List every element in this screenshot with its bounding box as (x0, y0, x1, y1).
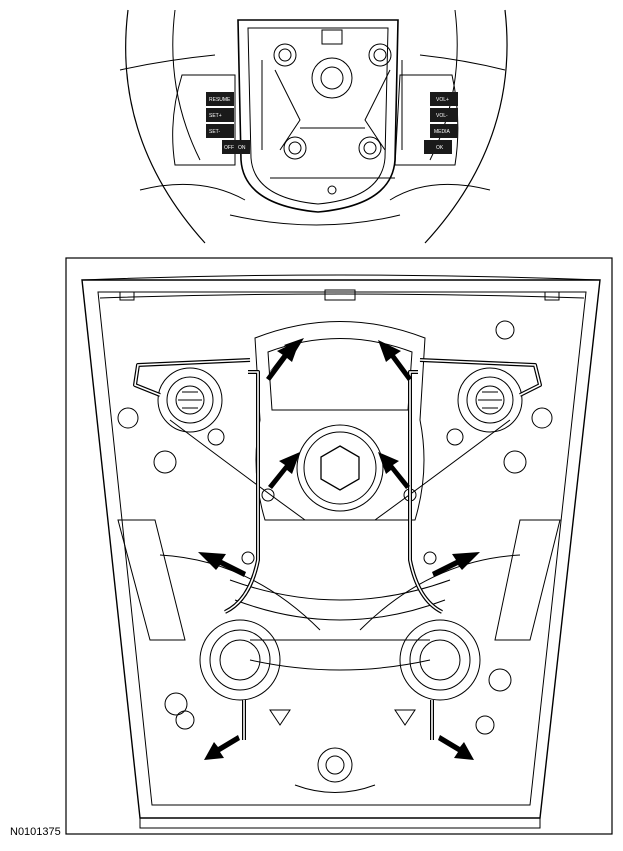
figure-reference-id: N0101375 (10, 826, 61, 838)
switch-label-on: ON (238, 145, 246, 151)
horn-wire-harness (133, 358, 542, 740)
callout-arrow (378, 452, 410, 489)
switch-label-set-minus: SET- (209, 129, 220, 135)
switch-label-resume: RESUME (209, 97, 231, 103)
switch-label-vol-plus: VOL+ (436, 97, 449, 103)
hub-detail (81, 274, 601, 829)
callout-arrow (432, 552, 480, 577)
callout-arrow (378, 340, 412, 381)
callout-arrow (268, 452, 300, 489)
detail-frame (65, 257, 613, 835)
switch-label-set-plus: SET+ (209, 113, 222, 119)
switch-label-ok: OK (436, 145, 444, 151)
switch-label-vol-minus: VOL- (436, 113, 448, 119)
right-switch-pack: VOL+ VOL- MEDIA OK (424, 92, 458, 154)
switch-label-media: MEDIA (434, 129, 451, 135)
callout-arrow (198, 552, 246, 577)
left-switch-pack: RESUME SET+ SET- OFF ON (206, 92, 250, 154)
callout-arrow (204, 735, 240, 760)
callout-arrows (198, 338, 480, 760)
callout-arrow (266, 340, 300, 381)
steering-wheel-overview (119, 9, 508, 244)
callout-arrow (438, 735, 474, 760)
switch-label-off: OFF (224, 145, 234, 151)
